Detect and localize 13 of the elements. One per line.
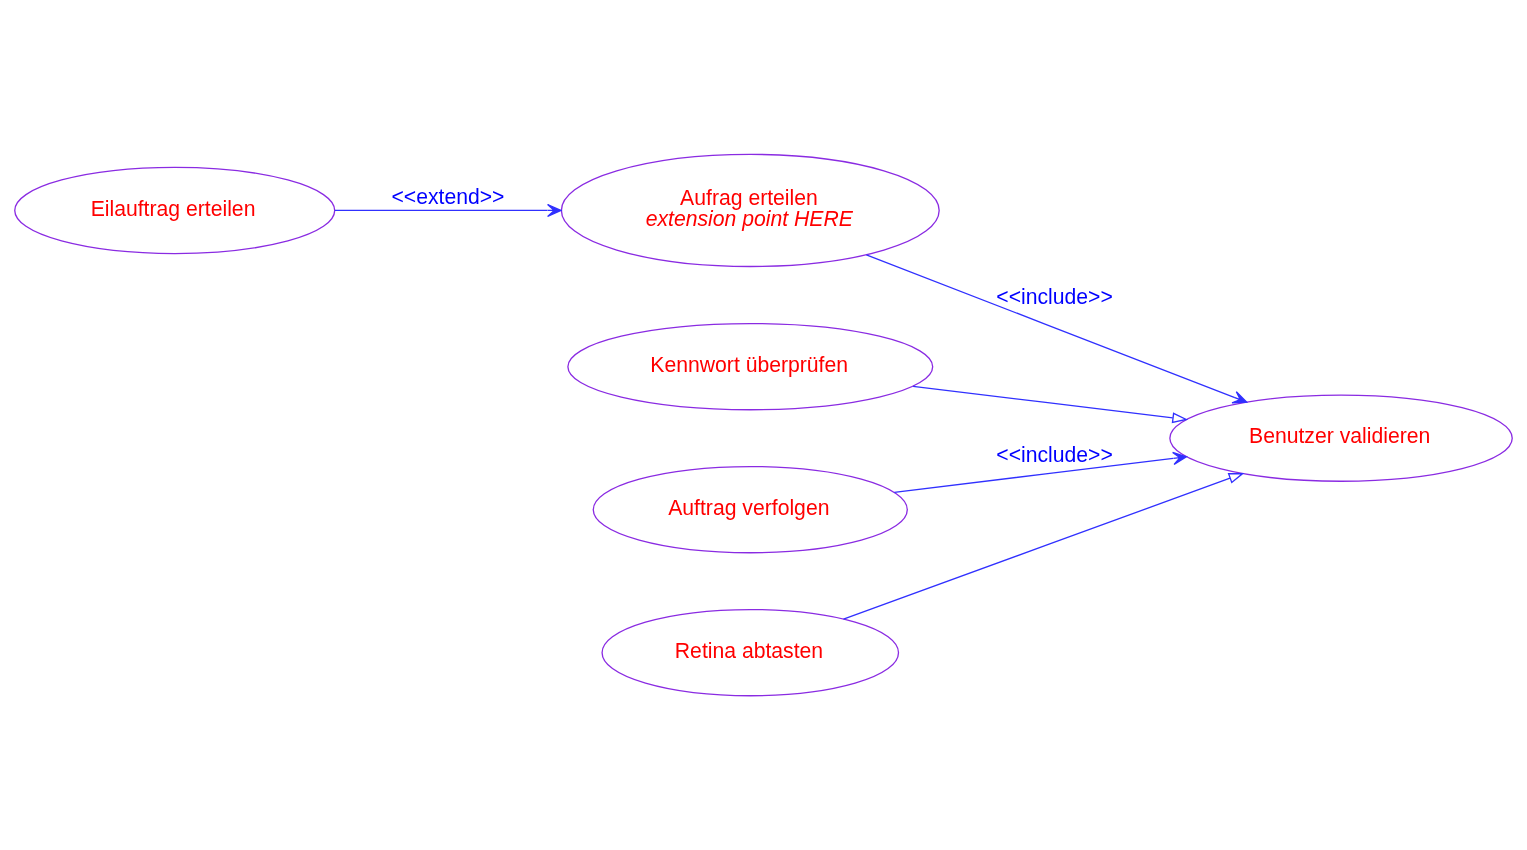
arrow <box>865 254 1248 404</box>
edge-label: <<extend>> <box>391 184 505 208</box>
arrow <box>334 203 562 218</box>
node-ellipse: Kennwort überprüfen <box>567 322 934 411</box>
node-ellipse: Aufrag erteilen extension point HERE <box>560 153 940 268</box>
edge-label: <<include>> <box>996 442 1113 466</box>
node-ellipse: Eilauftrag erteilen <box>14 166 336 255</box>
arrow <box>912 385 1189 424</box>
arrow <box>842 472 1245 620</box>
node-ellipse: Retina abtasten <box>601 608 900 697</box>
arrow <box>893 451 1188 493</box>
edge-label: <<include>> <box>996 285 1113 309</box>
node-ellipse: Auftrag verfolgen <box>592 465 908 554</box>
